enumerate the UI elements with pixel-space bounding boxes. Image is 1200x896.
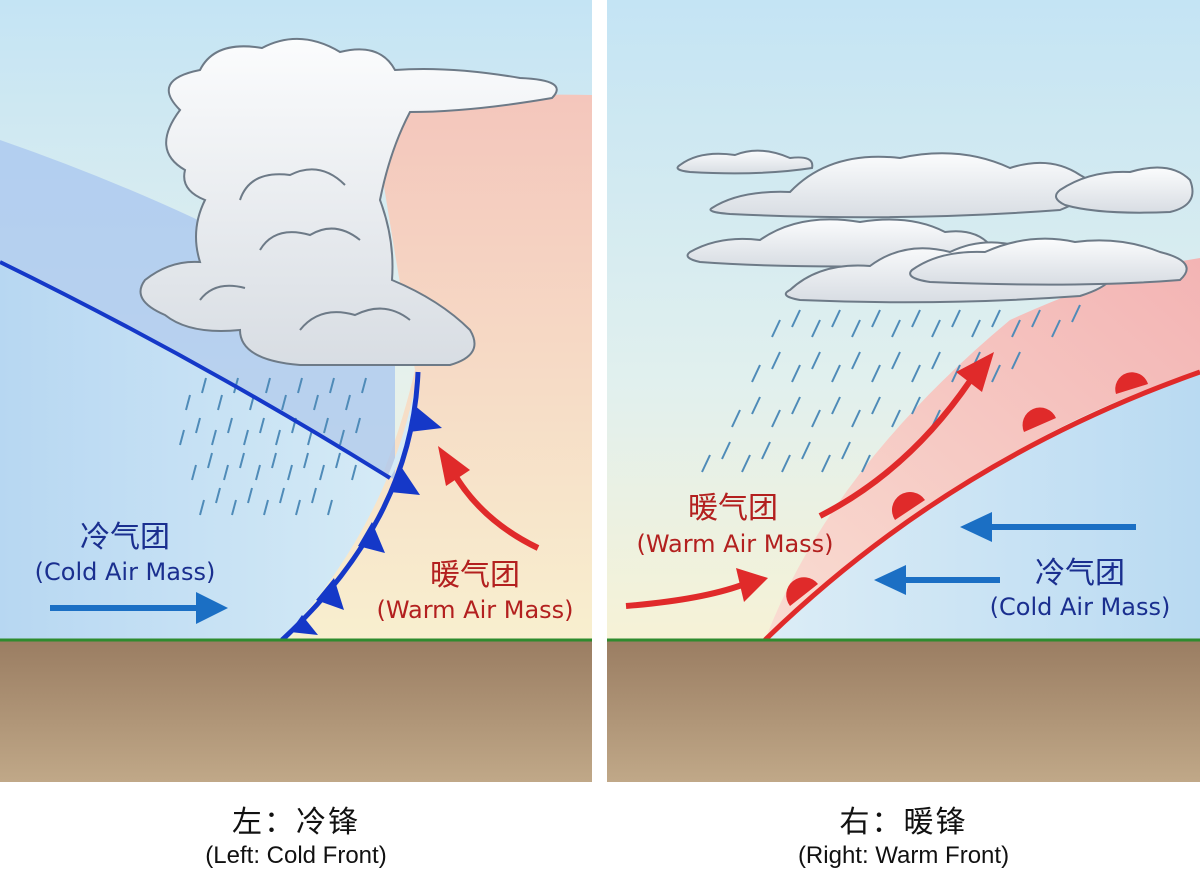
right-cold-air-wedge	[765, 372, 1200, 640]
right-warm-inflow-arrow	[625, 582, 744, 609]
right-caption: 右：暖锋 (Right: Warm Front)	[607, 805, 1200, 871]
left-cold-label-zh: 冷气团	[80, 520, 170, 555]
left-warm-air-region	[290, 94, 592, 640]
left-warm-arrowhead	[438, 446, 470, 486]
left-warm-rising-arrow	[449, 468, 540, 551]
left-caption-zh: 左：冷锋	[232, 805, 360, 840]
left-warm-label-zh: 暖气团	[430, 558, 520, 593]
left-warm-label-en: (Warm Air Mass)	[376, 596, 573, 624]
left-rain	[179, 377, 367, 516]
right-rain	[701, 304, 1081, 473]
right-stratus-clouds	[676, 149, 1194, 304]
right-cold-arrowhead-upper	[960, 512, 992, 542]
left-front-upper-line	[0, 260, 392, 480]
left-cold-label-en: (Cold Air Mass)	[35, 558, 216, 586]
right-ground	[607, 640, 1200, 782]
warm-front-panel: 暖气团 (Warm Air Mass) 冷气团 (Cold Air Mass)	[607, 0, 1200, 782]
left-caption-en: (Left: Cold Front)	[205, 842, 387, 869]
left-cold-arrowhead	[196, 592, 228, 624]
right-caption-zh: 右：暖锋	[839, 805, 968, 840]
right-cold-label-zh: 冷气团	[1035, 556, 1125, 591]
cold-front-triangles	[290, 405, 442, 635]
right-warm-rising-arrow	[818, 376, 975, 519]
right-warm-label-en: (Warm Air Mass)	[636, 530, 833, 558]
left-ground	[0, 640, 592, 782]
cold-front-panel: 冷气团 (Cold Air Mass) 暖气团 (Warm Air Mass)	[0, 0, 592, 782]
right-warm-inflow-arrowhead	[736, 568, 768, 602]
right-cold-label-en: (Cold Air Mass)	[990, 593, 1171, 621]
right-warm-rising-arrowhead	[956, 352, 994, 392]
left-cumulonimbus-cloud	[139, 38, 558, 366]
right-cold-arrowhead-lower	[874, 565, 906, 595]
left-cold-air-wedge	[0, 262, 419, 640]
right-caption-en: (Right: Warm Front)	[797, 842, 1010, 869]
warm-front-semicircles	[786, 372, 1148, 606]
panel-divider	[592, 0, 607, 782]
right-warm-label-zh: 暖气团	[688, 491, 778, 526]
warm-front-line	[763, 369, 1200, 640]
left-caption: 左：冷锋 (Left: Cold Front)	[0, 805, 592, 871]
